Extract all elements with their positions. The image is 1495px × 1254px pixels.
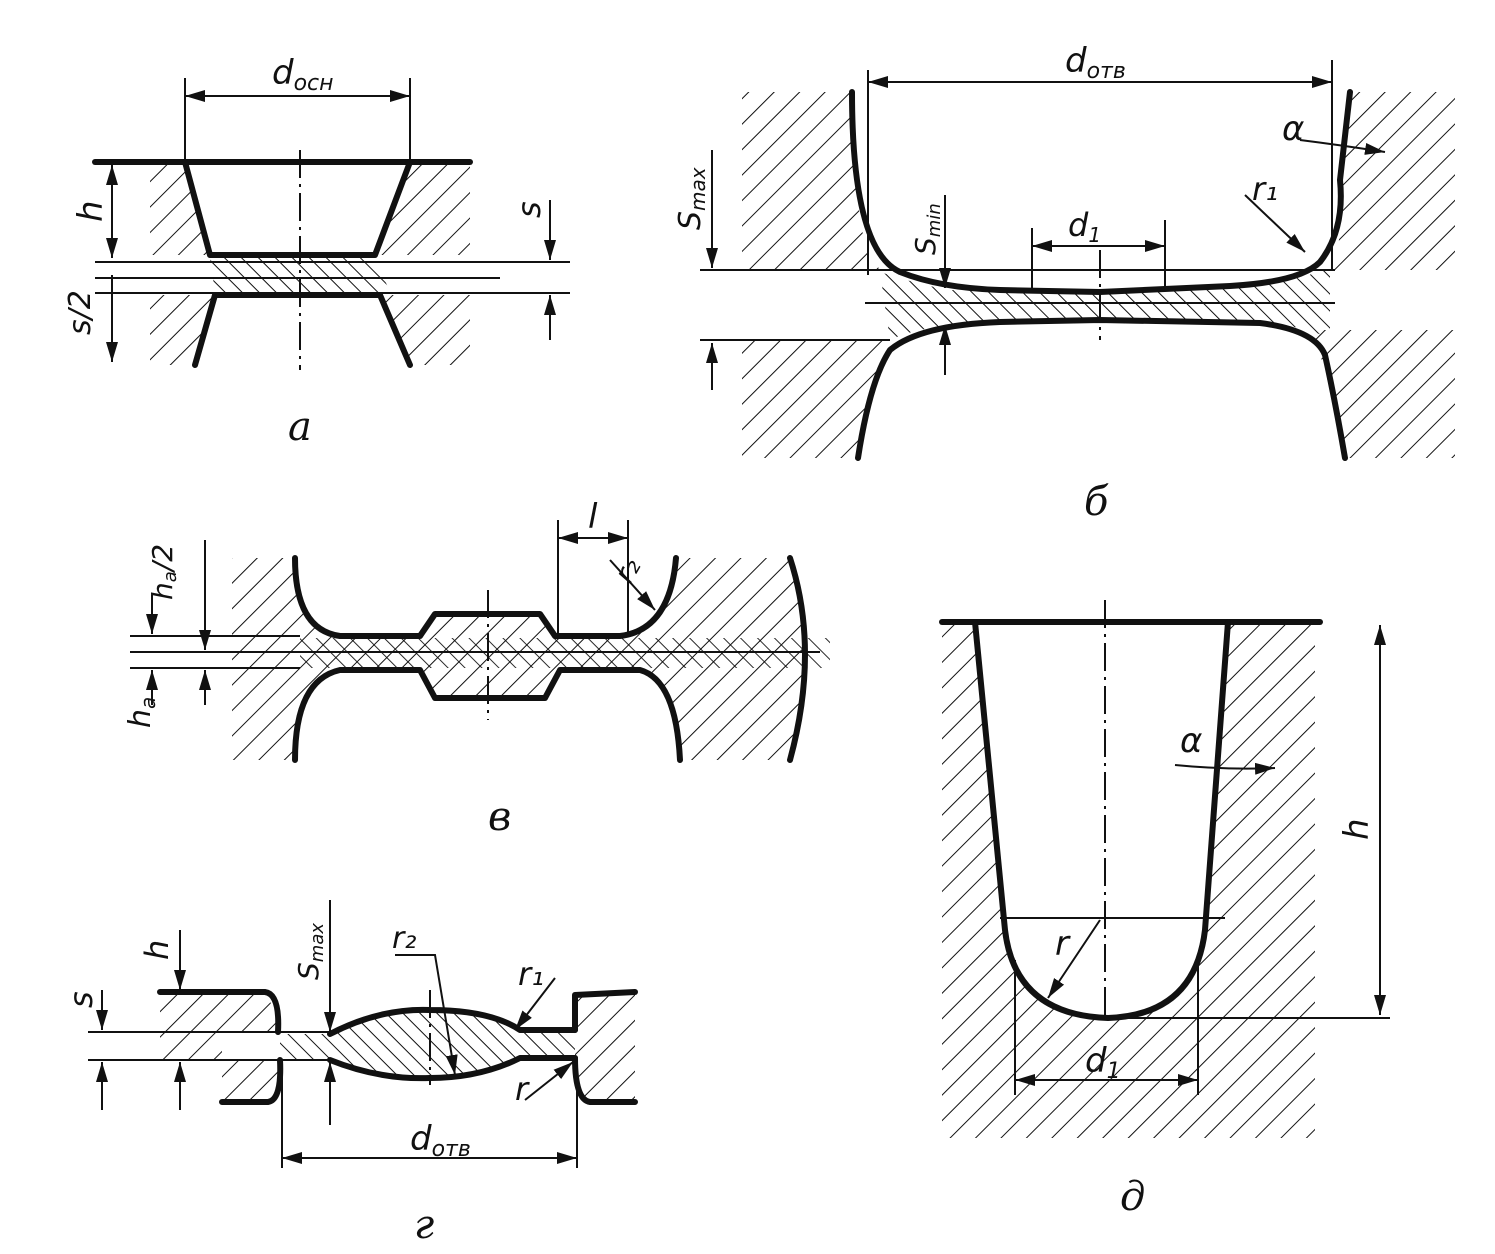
panel-a: dосн h s/2 s а — [63, 53, 570, 450]
label-h: h — [138, 940, 176, 960]
label-r2: r₂ — [392, 921, 416, 956]
caption-a: а — [288, 404, 312, 450]
die-right — [575, 992, 635, 1102]
die-top-right — [1330, 92, 1455, 270]
label-ha-half: ha/2 — [146, 544, 181, 600]
label-d-otv: dотв — [1065, 41, 1126, 84]
label-alpha: α — [1180, 721, 1202, 761]
die-top-right — [375, 162, 470, 255]
label-smax: Smax — [292, 923, 328, 980]
label-alpha: α — [1282, 109, 1304, 149]
die-bottom-left — [742, 340, 890, 458]
die-top-left — [150, 162, 210, 255]
label-smin: Smin — [909, 203, 945, 255]
label-s: s — [62, 991, 100, 1008]
label-r: r — [515, 1070, 530, 1108]
label-h: h — [71, 200, 111, 222]
die-left — [160, 992, 280, 1102]
die-top-left — [742, 92, 880, 270]
die-body — [942, 622, 1315, 1138]
die-bottom-right — [1310, 330, 1455, 458]
label-r1: r₁ — [1252, 170, 1278, 208]
label-l: l — [588, 497, 598, 537]
panel-d: α h r d1 д — [939, 600, 1390, 1220]
web — [280, 1010, 575, 1078]
label-d1: d1 — [1068, 206, 1101, 247]
label-r: r — [1055, 924, 1071, 964]
label-r2: r₂ — [607, 552, 647, 588]
caption-d: д — [1120, 1174, 1145, 1220]
label-s: s — [510, 201, 548, 218]
panel-g: s h Smax r₂ r₁ r dотв г — [62, 900, 638, 1248]
caption-b: б — [1084, 479, 1109, 525]
panel-b: dотв α r₁ Smax Smin d1 б — [673, 41, 1455, 525]
label-d1: d1 — [1085, 1041, 1121, 1084]
label-ha: ha — [123, 697, 160, 728]
label-h: h — [1337, 818, 1377, 840]
caption-g: г — [414, 1202, 434, 1248]
panel-v: l r₂ ha/2 ha в — [123, 497, 830, 840]
label-smax: Smax — [673, 167, 710, 230]
caption-v: в — [488, 794, 511, 840]
label-d-otv: dотв — [410, 1119, 471, 1162]
label-r1: r₁ — [518, 955, 544, 993]
label-d-osn: dосн — [272, 53, 334, 96]
label-s-half: s/2 — [63, 290, 98, 335]
web — [210, 258, 390, 292]
